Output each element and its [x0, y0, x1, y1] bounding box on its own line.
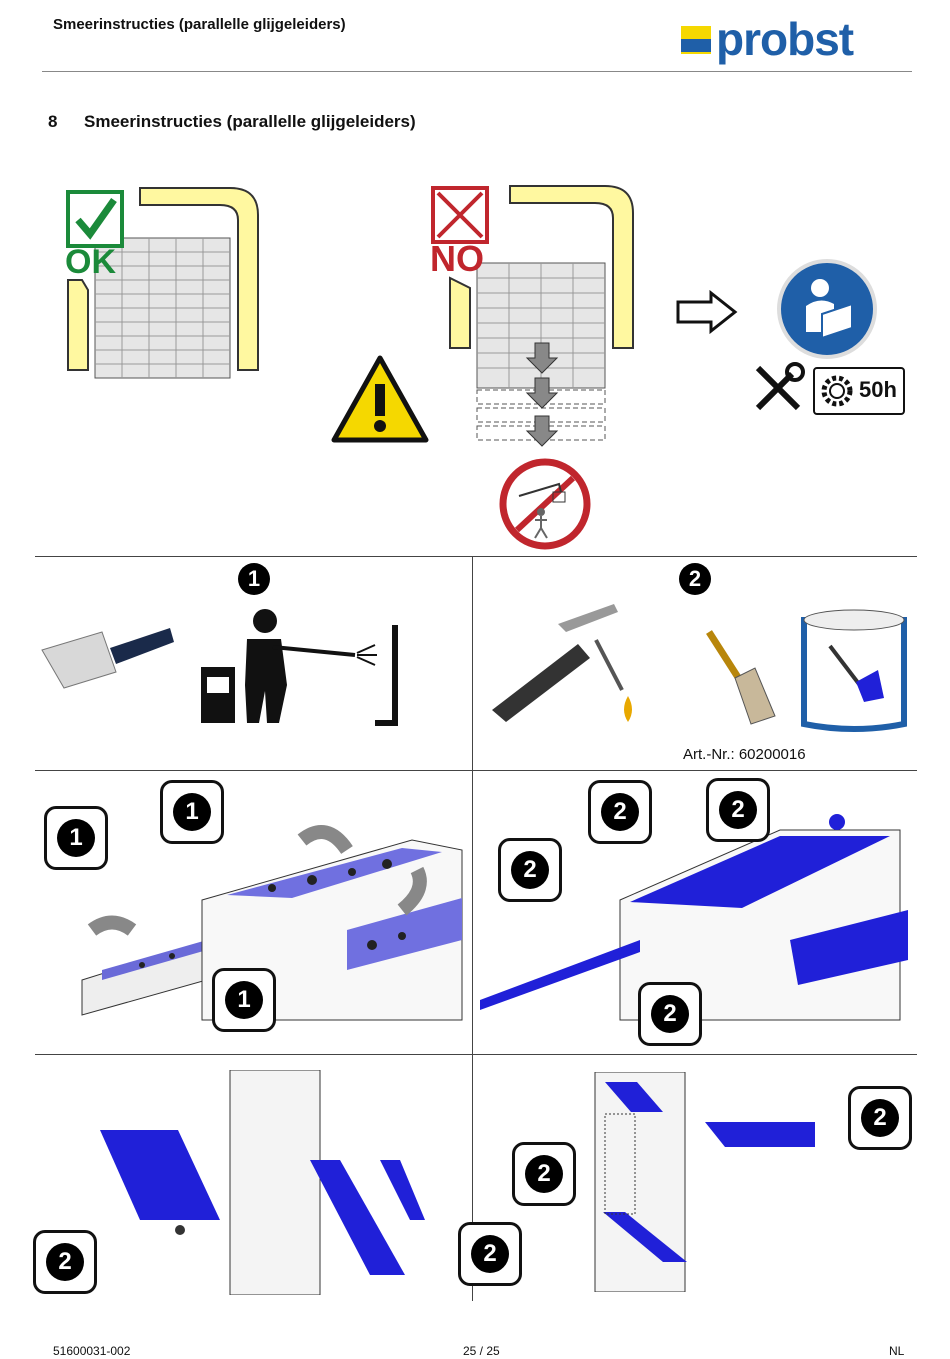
lower-guides-illustration-right [575, 1072, 820, 1292]
callout-number: 1 [173, 793, 211, 831]
callout-2-bottom-mid: 2 [458, 1222, 522, 1286]
no-standing-under-load-icon [499, 458, 591, 550]
callout-1-bottom: 1 [212, 968, 276, 1032]
callout-2-bottom: 2 [638, 982, 702, 1046]
section-number: 8 [48, 112, 58, 131]
callout-2-top-right: 2 [706, 778, 770, 842]
callout-number: 2 [601, 793, 639, 831]
maintenance-interval-badge: 50h [813, 367, 905, 415]
ok-device-illustration [67, 187, 259, 379]
callout-number: 2 [651, 995, 689, 1033]
language-code: NL [889, 1344, 905, 1358]
scraper-icon [41, 628, 174, 689]
pressure-washer-icon [201, 609, 398, 726]
callout-2-left: 2 [498, 838, 562, 902]
ok-check-icon [66, 190, 124, 248]
probst-logo: probst [716, 13, 854, 65]
logo-mark-blue [681, 39, 711, 52]
section-title: Smeerinstructies (parallelle glijgeleide… [84, 112, 416, 131]
grease-gun-icon [492, 604, 632, 722]
ok-label: OK [65, 243, 116, 281]
callout-number: 2 [511, 851, 549, 889]
greasing-guides-illustration [480, 780, 910, 1045]
callout-number: 1 [57, 819, 95, 857]
callout-2-bottom-left: 2 [33, 1230, 97, 1294]
callout-2-bottom-right-left: 2 [512, 1142, 576, 1206]
read-manual-icon [777, 259, 877, 359]
interval-hours: 50h [859, 377, 897, 402]
callout-number: 2 [719, 791, 757, 829]
callout-number: 2 [525, 1155, 563, 1193]
callout-number: 1 [225, 981, 263, 1019]
lower-guides-illustration-left [80, 1070, 460, 1295]
table-top-border [35, 556, 917, 557]
table-column-divider [472, 556, 473, 1301]
header-title: Smeerinstructies (parallelle glijgeleide… [53, 16, 346, 33]
callout-1-top: 1 [160, 780, 224, 844]
no-cross-icon [431, 186, 489, 244]
callout-number: 2 [471, 1235, 509, 1273]
callout-1-left: 1 [44, 806, 108, 870]
table-row-divider-1 [35, 770, 917, 771]
warning-icon [331, 355, 429, 443]
article-number: Art.-Nr.: 60200016 [683, 746, 806, 763]
header-divider [42, 71, 912, 72]
no-device-illustration [449, 185, 634, 447]
arrow-right-icon [676, 290, 738, 334]
callout-2-top: 2 [588, 780, 652, 844]
step-2-badge: 2 [679, 563, 711, 595]
callout-number: 2 [46, 1243, 84, 1281]
gear-timer-icon [821, 375, 853, 407]
table-row-divider-2 [35, 1054, 917, 1055]
paint-brush-icon [706, 630, 776, 725]
page-number: 25 / 25 [463, 1344, 500, 1358]
grease-can-icon [801, 609, 907, 732]
callout-number: 2 [861, 1099, 899, 1137]
tools-icon [755, 362, 805, 411]
callout-2-bottom-right: 2 [848, 1086, 912, 1150]
step-1-badge: 1 [238, 563, 270, 595]
document-number: 51600031-002 [53, 1344, 131, 1358]
no-label: NO [430, 238, 484, 279]
